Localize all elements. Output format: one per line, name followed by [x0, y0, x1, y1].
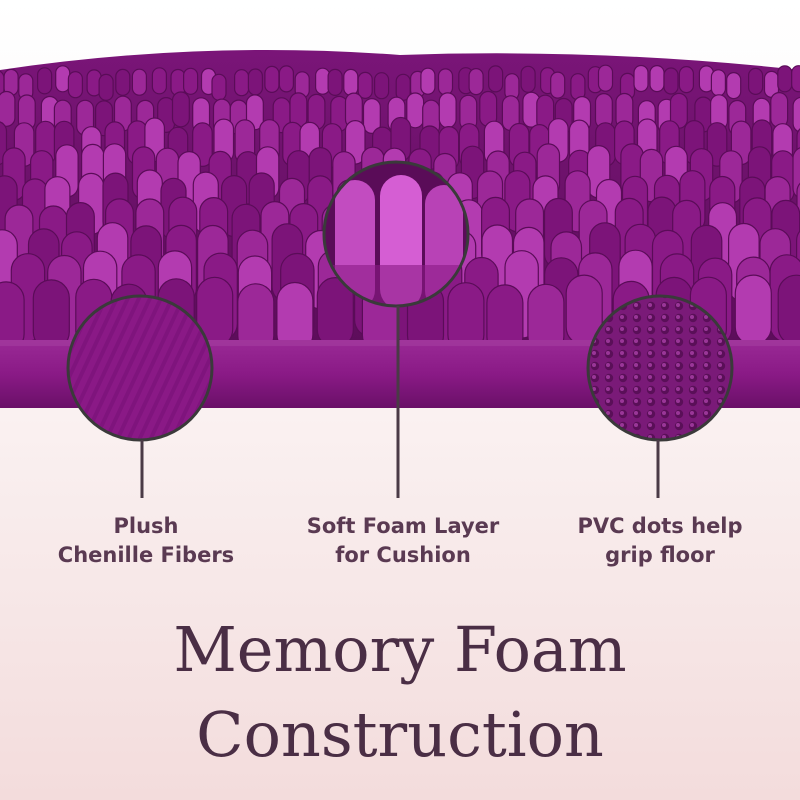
chenille-loop	[67, 71, 84, 99]
chenille-loop	[32, 279, 70, 351]
chenille-loop	[663, 67, 679, 95]
chenille-loop	[211, 73, 227, 101]
chenille-loop	[437, 68, 454, 96]
chenille-loop	[438, 92, 457, 129]
chenille-loop	[678, 65, 695, 94]
zoom-circle-pvc-dots	[586, 294, 734, 498]
chenille-loop	[183, 67, 199, 95]
chenille-loop	[791, 65, 800, 93]
chenille-loop	[170, 68, 186, 97]
chenille-loop	[362, 97, 381, 134]
callout-pvc-line1: PVC dots help	[577, 514, 743, 538]
callout-foam: Soft Foam Layer for Cushion	[283, 512, 523, 570]
callout-fibers-line1: Plush	[113, 514, 179, 538]
headline-line2: Construction	[196, 698, 604, 771]
callout-pvc-line2: grip floor	[605, 543, 715, 567]
chenille-loop	[420, 67, 436, 95]
zoom-circle-fibers	[66, 294, 214, 498]
chenille-loop	[488, 65, 504, 93]
chenille-loop	[747, 67, 764, 96]
chenille-loop	[247, 68, 263, 96]
callout-fibers: Plush Chenille Fibers	[26, 512, 266, 570]
chenille-loop	[792, 96, 800, 133]
chenille-loop	[327, 68, 343, 97]
chenille-loop	[278, 65, 294, 93]
chenille-loop	[649, 64, 665, 93]
chenille-loop	[0, 90, 16, 127]
chenille-loop	[597, 64, 614, 92]
chenille-loop	[343, 68, 359, 97]
callout-fibers-line2: Chenille Fibers	[57, 543, 235, 567]
chenille-loop	[98, 73, 114, 102]
chenille-loop	[171, 91, 190, 128]
chenille-loop	[357, 71, 373, 100]
callout-foam-line1: Soft Foam Layer	[306, 514, 500, 538]
chenille-loop	[550, 71, 566, 99]
chenille-loop	[520, 65, 536, 93]
chenille-loop	[374, 72, 390, 100]
chenille-loop	[770, 91, 789, 128]
chenille-loop	[115, 68, 131, 97]
chenille-loop	[734, 274, 772, 346]
chenille-loop	[264, 65, 280, 94]
chenille-loop	[570, 73, 586, 101]
chenille-loop	[234, 69, 250, 97]
chenille-loops	[0, 64, 800, 356]
chenille-loop	[710, 69, 727, 97]
chenille-loop	[726, 71, 742, 100]
chenille-loop	[777, 274, 800, 346]
chenille-loop	[36, 67, 53, 95]
chenille-loop	[151, 67, 167, 95]
callout-pvc: PVC dots help grip floor	[540, 512, 780, 570]
chenille-loop	[131, 68, 147, 96]
chenille-loop	[468, 67, 484, 96]
chenille-loop	[633, 64, 649, 93]
callout-foam-line2: for Cushion	[335, 543, 471, 567]
bath-mat	[0, 50, 800, 408]
headline-line1: Memory Foam	[173, 613, 627, 686]
chenille-loop	[55, 65, 71, 93]
chenille-loop	[777, 65, 793, 93]
